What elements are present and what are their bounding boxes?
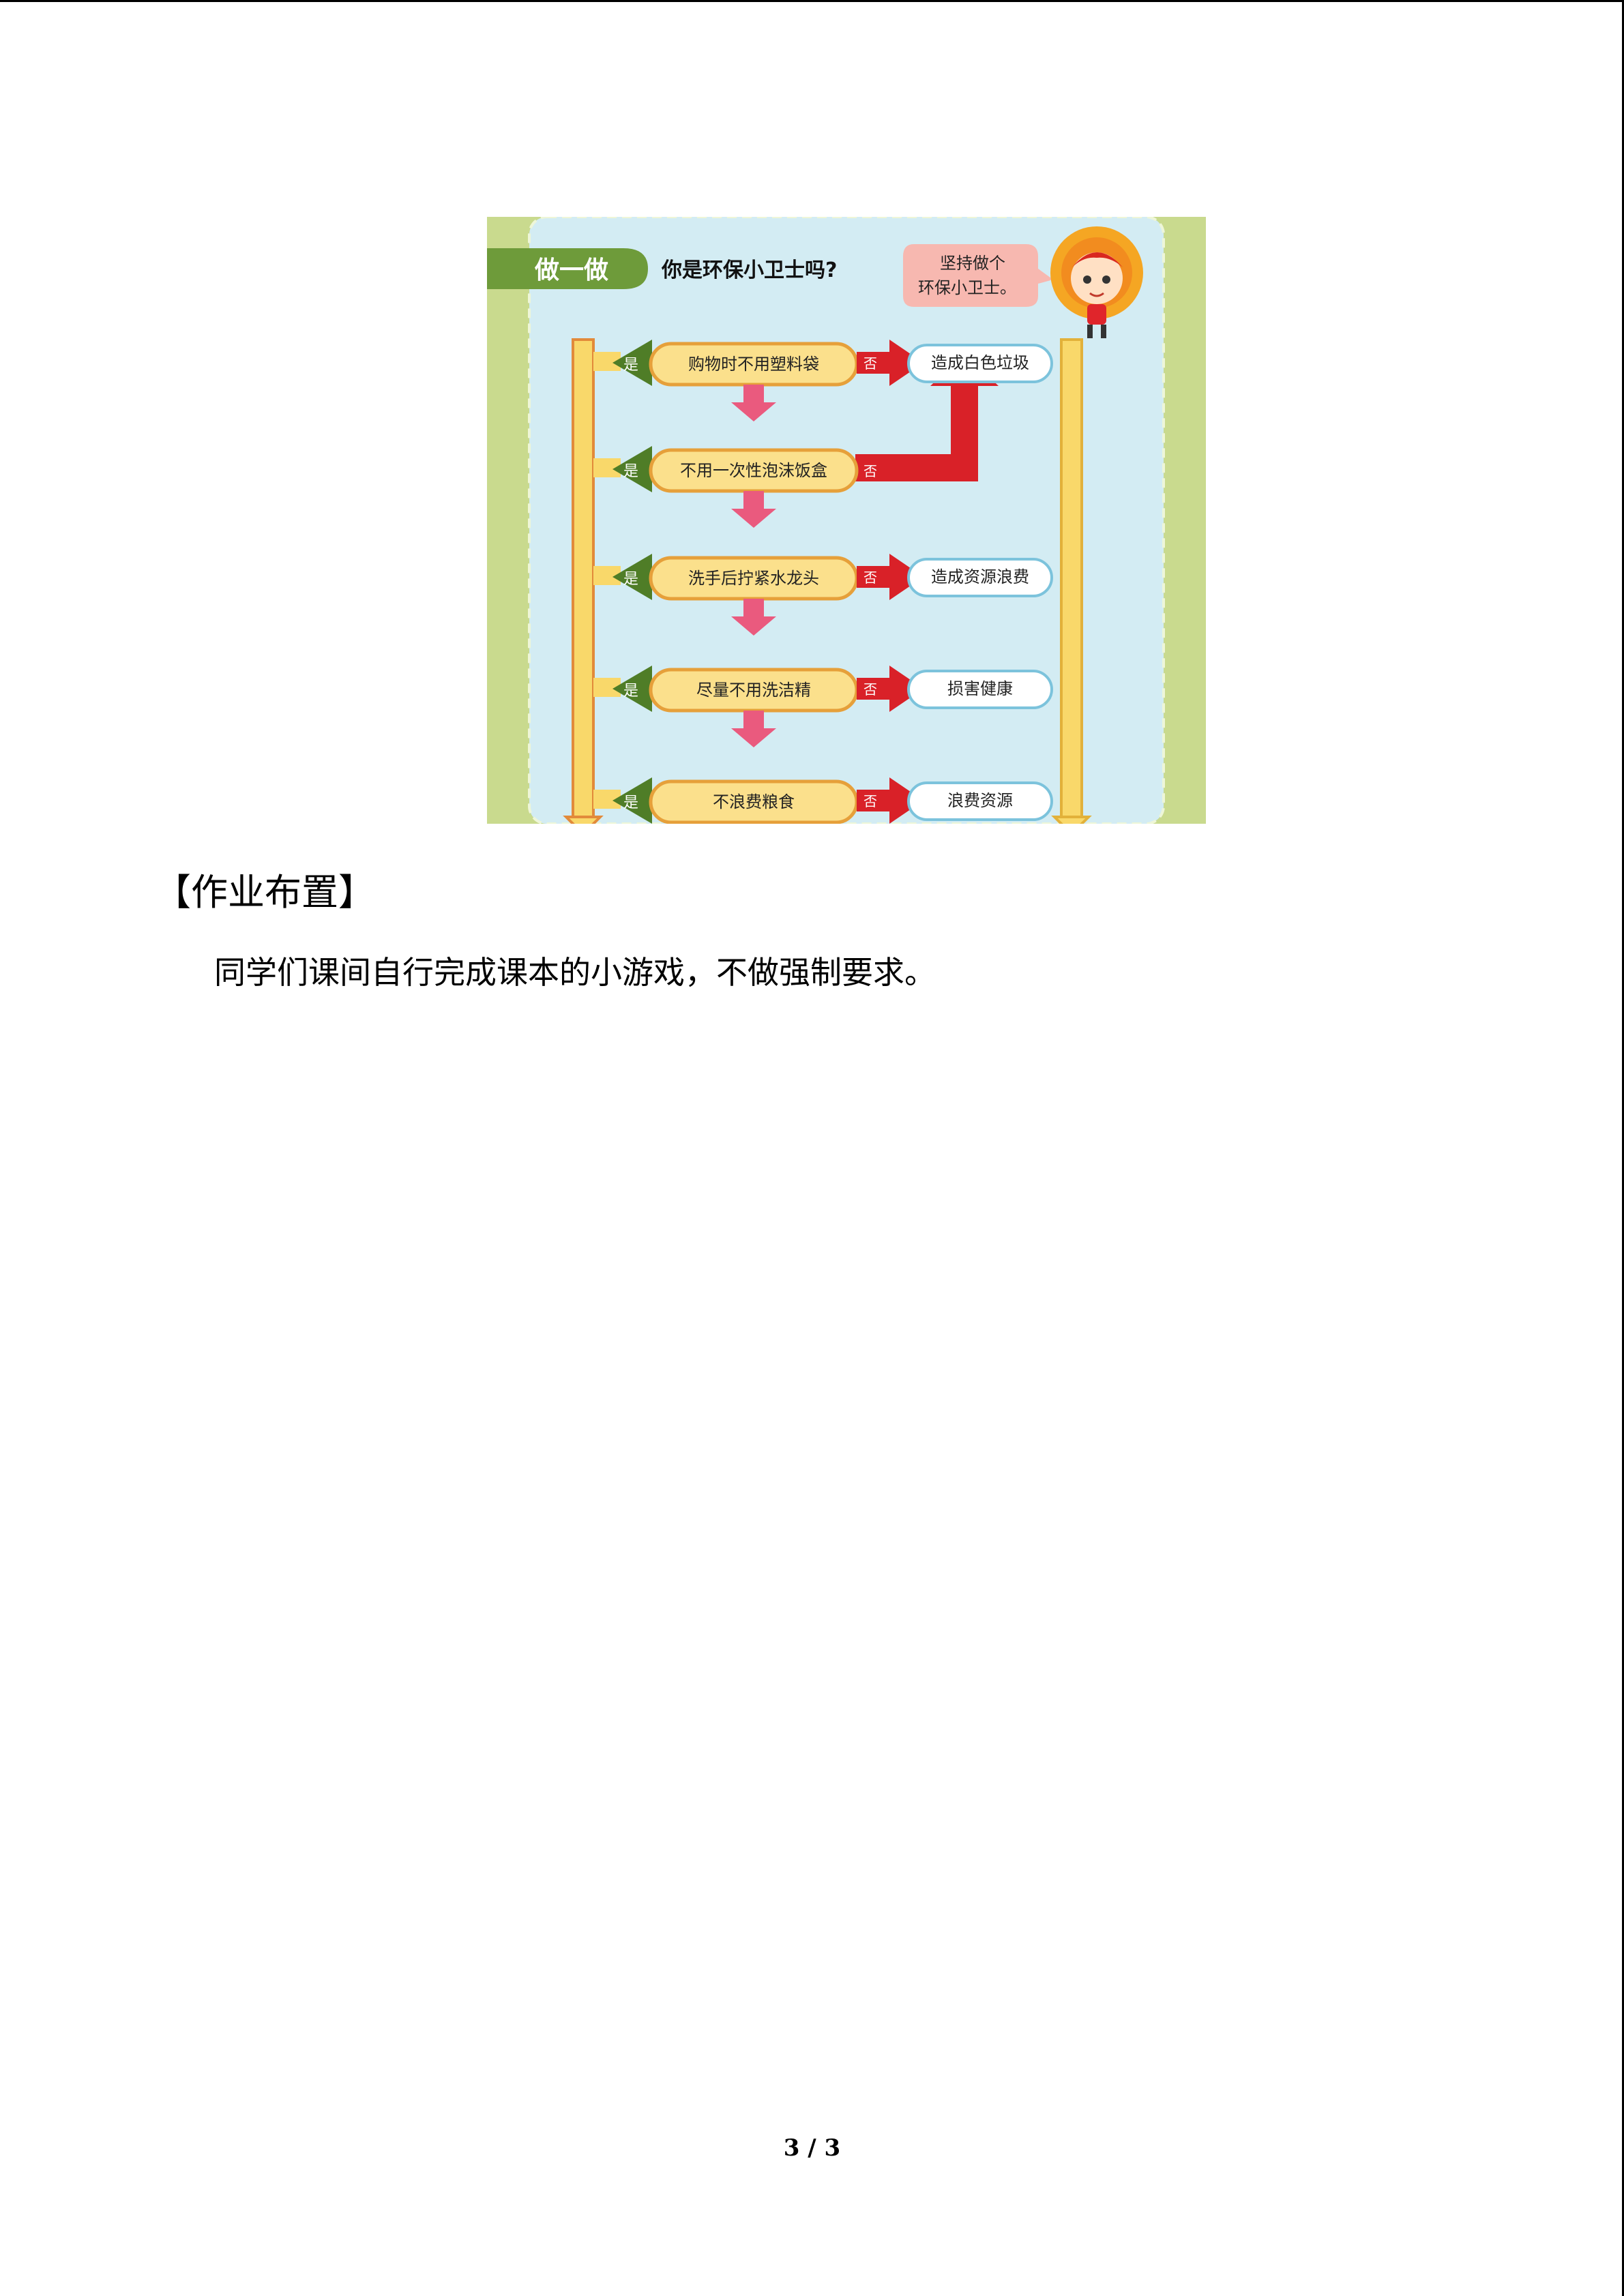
- environment-flowchart-figure: 做一做 你是环保小卫士吗? 坚持做个 环保小卫士。: [487, 217, 1206, 824]
- red-connector-arrow: [855, 353, 999, 481]
- no-arrow-1: [857, 340, 924, 386]
- consequence-pill-5: [907, 781, 1053, 821]
- section-body-text: 同学们课间自行完成课本的小游戏，不做强制要求。: [214, 954, 936, 991]
- step-row-3: 是 洗手后拧紧水龙头 否 造成资源浪费: [593, 554, 1053, 601]
- svg-text:否: 否: [863, 355, 877, 372]
- yes-arrow-1: [612, 340, 652, 386]
- action-label-2: 不用一次性泡沫饭盒: [680, 461, 827, 480]
- action-label-4: 尽量不用洗洁精: [696, 681, 811, 700]
- consequence-label-1: 造成白色垃圾: [931, 353, 1029, 372]
- yes-arrow-5: [612, 777, 652, 824]
- svg-text:否: 否: [863, 569, 877, 586]
- down-arrow-1: [731, 385, 776, 421]
- step-row-1: 是 购物时不用塑料袋 否 造成白色垃圾: [593, 340, 1053, 387]
- left-side-rail: [572, 338, 595, 824]
- header-tag-label: 做一做: [534, 256, 608, 284]
- down-arrow-3: [731, 599, 776, 636]
- consequence-pill-1: [907, 344, 1053, 383]
- page-top-border: [0, 0, 1624, 2]
- page-number: 3 / 3: [783, 2134, 841, 2162]
- svg-text:是: 是: [623, 463, 638, 480]
- yes-arrow-2: [612, 446, 652, 492]
- svg-text:是: 是: [623, 357, 638, 374]
- question-text: 你是环保小卫士吗?: [661, 258, 837, 282]
- svg-text:否: 否: [863, 463, 877, 479]
- speech-bubble-line2: 环保小卫士。: [918, 278, 1016, 297]
- step-row-2: 是 不用一次性泡沫饭盒 否: [593, 446, 877, 493]
- yes-arrow-4: [612, 666, 652, 712]
- svg-text:是: 是: [623, 794, 638, 811]
- step-row-4: 是 尽量不用洗洁精 否 损害健康: [593, 666, 1053, 713]
- consequence-label-3: 造成资源浪费: [931, 567, 1029, 586]
- svg-text:否: 否: [863, 793, 877, 809]
- speech-bubble-line1: 坚持做个: [940, 254, 1005, 273]
- no-arrow-5: [857, 777, 924, 824]
- consequence-pill-4: [907, 670, 1053, 709]
- action-label-5: 不浪费粮食: [713, 792, 795, 811]
- svg-text:是: 是: [623, 683, 638, 700]
- down-arrow-2: [731, 491, 776, 528]
- no-arrow-4: [857, 666, 924, 712]
- speech-bubble: [903, 244, 1053, 307]
- no-arrow-3: [857, 554, 924, 600]
- cartoon-girl-icon: [1050, 226, 1143, 338]
- step-row-5: 是 不浪费粮食 否 浪费资源: [593, 777, 1053, 824]
- yes-arrow-3: [612, 554, 652, 600]
- down-arrow-4: [731, 711, 776, 747]
- consequence-label-5: 浪费资源: [947, 791, 1013, 810]
- svg-text:否: 否: [863, 681, 877, 698]
- consequence-label-4: 损害健康: [947, 679, 1013, 698]
- section-heading: 【作业布置】: [154, 871, 375, 914]
- right-side-rail: [1060, 338, 1083, 824]
- action-label-3: 洗手后拧紧水龙头: [688, 569, 819, 588]
- svg-text:是: 是: [623, 571, 638, 588]
- page-right-border: [1622, 0, 1624, 2296]
- header-tag-shape: [487, 248, 648, 289]
- action-label-1: 购物时不用塑料袋: [688, 355, 819, 374]
- consequence-pill-3: [907, 558, 1053, 597]
